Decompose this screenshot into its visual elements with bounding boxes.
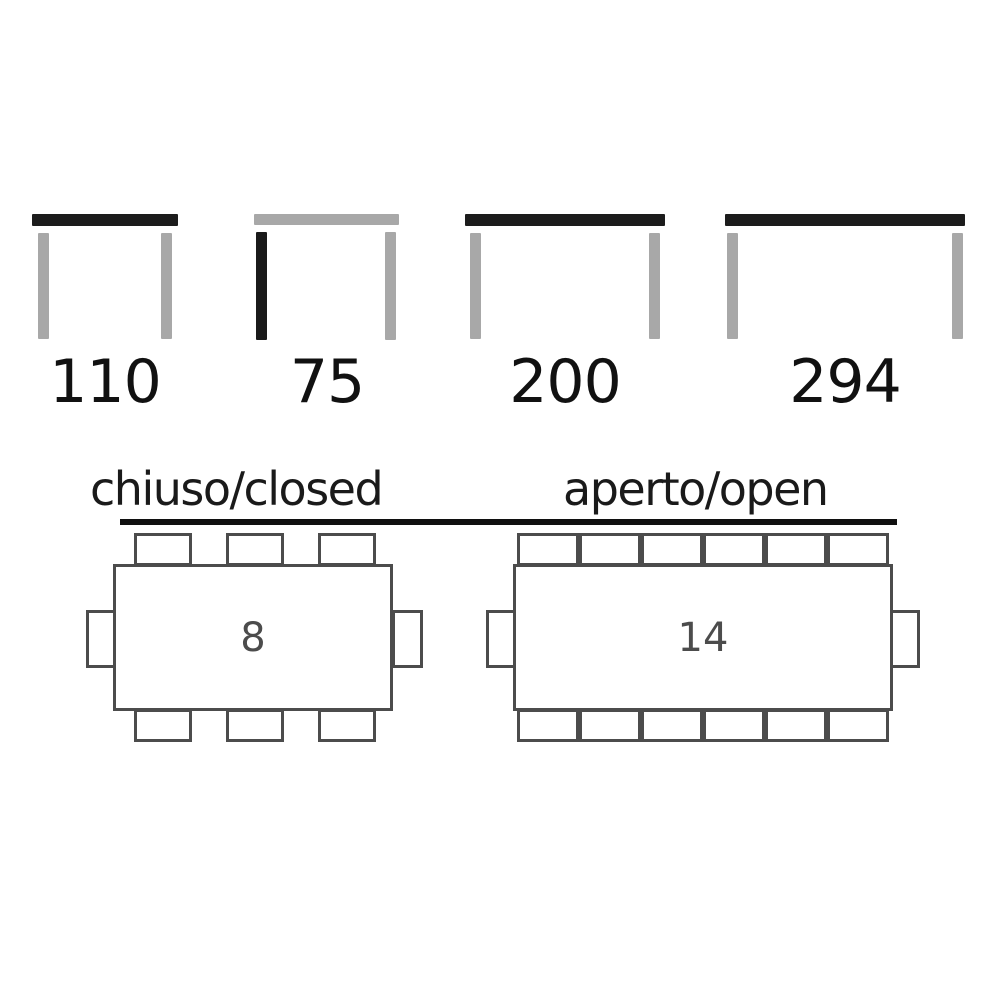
seat-top-5 (765, 533, 827, 566)
caption-chiuso-closed: chiuso/closed (90, 462, 384, 516)
dimension-label-294: 294 (789, 347, 902, 417)
plan-view-closed: 8 (86, 533, 423, 743)
plan-view-open: 14 (486, 533, 920, 743)
seat-bottom-6 (827, 709, 889, 742)
seat-top-1 (134, 533, 192, 566)
seat-bottom-5 (765, 709, 827, 742)
table-leg-right-110 (161, 233, 172, 339)
seat-bottom-3 (318, 709, 376, 742)
caption-divider-rule (120, 519, 897, 525)
seat-top-2 (226, 533, 284, 566)
elevation-icon-294 (725, 214, 965, 340)
elevation-icon-200 (465, 214, 665, 340)
seat-count-open: 14 (677, 615, 729, 661)
seat-right-1 (392, 610, 423, 668)
table-leg-right-294 (952, 233, 963, 339)
seat-top-3 (641, 533, 703, 566)
table-leg-left-294 (727, 233, 738, 339)
tabletop-bar-75 (254, 214, 399, 225)
table-surface-open (513, 564, 893, 711)
dimension-label-200: 200 (509, 347, 622, 417)
table-leg-left-75 (256, 232, 267, 340)
table-leg-right-200 (649, 233, 660, 339)
seat-bottom-1 (517, 709, 579, 742)
seat-bottom-3 (641, 709, 703, 742)
dimension-label-110: 110 (49, 347, 162, 417)
seat-bottom-1 (134, 709, 192, 742)
seat-top-4 (703, 533, 765, 566)
elevation-icon-110 (32, 214, 178, 340)
tabletop-bar-294 (725, 214, 965, 226)
seat-left-1 (86, 610, 117, 668)
tabletop-bar-200 (465, 214, 665, 226)
dimension-label-75: 75 (289, 347, 365, 417)
seat-top-3 (318, 533, 376, 566)
elevation-icon-75 (254, 214, 399, 340)
seat-top-6 (827, 533, 889, 566)
seat-count-closed: 8 (240, 615, 266, 661)
caption-aperto-open: aperto/open (563, 462, 829, 516)
table-leg-left-200 (470, 233, 481, 339)
table-leg-right-75 (385, 232, 396, 340)
seat-bottom-4 (703, 709, 765, 742)
table-leg-left-110 (38, 233, 49, 339)
seat-bottom-2 (226, 709, 284, 742)
seat-right-1 (889, 610, 920, 668)
seat-top-1 (517, 533, 579, 566)
seat-top-2 (579, 533, 641, 566)
seat-bottom-2 (579, 709, 641, 742)
table-surface-closed (113, 564, 393, 711)
tabletop-bar-110 (32, 214, 178, 226)
